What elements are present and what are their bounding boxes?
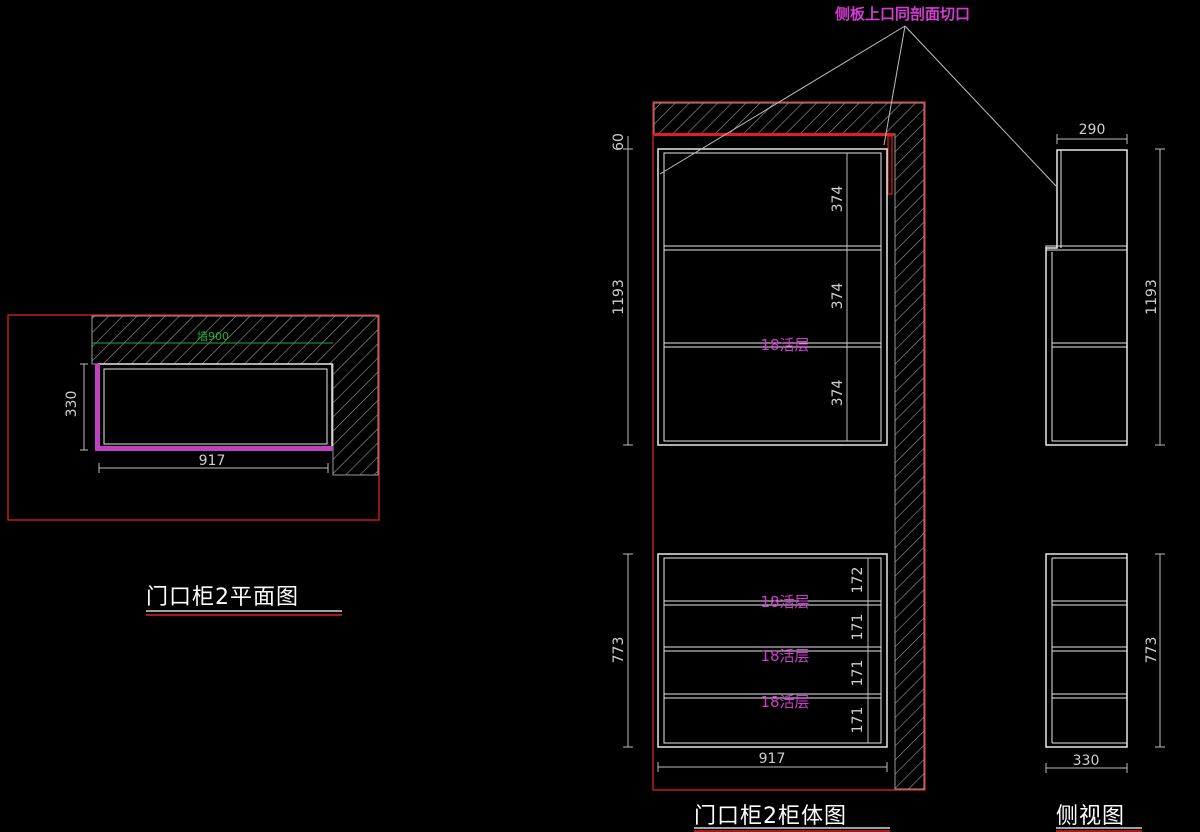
plan-cabinet-outer — [98, 363, 333, 451]
side-view: 290 1193 773 330 侧视图 — [1045, 122, 1165, 832]
side-upper-outline — [1045, 149, 1128, 446]
side-lower-shelf-3 — [1051, 693, 1128, 699]
front-lower-shelf-3 — [663, 693, 882, 699]
front-lower-section-3: 171 — [850, 660, 866, 687]
plan-view-title: 门口柜2平面图 — [146, 585, 299, 610]
plan-view: 墙900 330 917 门口柜2平面图 — [7, 314, 380, 616]
front-dim-top-gap: 60 — [611, 133, 627, 151]
plan-cabinet-side-panel — [95, 364, 100, 451]
plan-dim-width: 917 — [199, 453, 226, 469]
side-dim-top-depth: 290 — [1079, 122, 1106, 138]
front-upper-inner — [663, 152, 882, 442]
front-shelf-label-2: 18活层 — [760, 593, 809, 611]
front-upper-outer — [657, 148, 888, 446]
plan-view-frame — [7, 314, 380, 521]
side-lower-shelf-2 — [1051, 646, 1128, 652]
front-wall-hatch — [653, 102, 925, 790]
front-lower-shelf-1 — [663, 600, 882, 606]
plan-dim-depth: 330 — [64, 391, 80, 418]
side-view-title: 侧视图 — [1056, 804, 1125, 829]
plan-cabinet-inner — [103, 368, 328, 445]
front-shelf-label-4: 18活层 — [760, 693, 809, 711]
front-lower-section-1: 172 — [850, 567, 866, 594]
plan-wall-hatch — [91, 315, 379, 476]
front-view-frame — [652, 101, 926, 791]
front-upper-section-3: 374 — [830, 380, 846, 407]
front-lower-section-2: 171 — [850, 614, 866, 641]
side-dim-upper-height: 1193 — [1144, 279, 1160, 315]
plan-wall-marker-text: 墙900 — [197, 329, 229, 343]
front-upper-section-1: 374 — [830, 186, 846, 213]
plan-cabinet-front-panel — [96, 446, 333, 451]
annotation-callout: 侧板上口同剖面切口 — [659, 5, 1057, 187]
side-dim-lower-height: 773 — [1144, 637, 1160, 664]
front-upper-section-2: 374 — [830, 283, 846, 310]
front-shelf-label-3: 18活层 — [760, 647, 809, 665]
side-upper-shelf-1 — [1045, 245, 1128, 251]
side-lower-shelf-1 — [1051, 600, 1128, 606]
front-dim-width: 917 — [759, 751, 786, 767]
front-side-strip-red — [887, 135, 893, 195]
annotation-leader-2 — [883, 25, 906, 146]
front-lower-outer — [657, 553, 888, 748]
annotation-leader-1 — [659, 25, 906, 175]
front-view-title: 门口柜2柜体图 — [694, 804, 847, 829]
front-shelf-label-1: 18活层 — [760, 336, 809, 354]
front-lower-section-4: 171 — [850, 707, 866, 734]
front-view: 374 374 374 18活层 60 1193 172 171 171 171… — [611, 101, 926, 832]
front-upper-shelf-1 — [663, 245, 882, 251]
annotation-leader-3 — [904, 25, 1057, 187]
front-upper-shelf-2 — [663, 342, 882, 348]
side-dim-bottom-depth: 330 — [1073, 753, 1100, 769]
front-dim-lower-height: 773 — [611, 637, 627, 664]
front-top-panel-red — [654, 133, 894, 136]
front-dim-upper-height: 1193 — [611, 279, 627, 315]
annotation-note: 侧板上口同剖面切口 — [835, 5, 970, 23]
side-upper-shelf-2 — [1051, 342, 1128, 348]
front-lower-shelf-2 — [663, 646, 882, 652]
